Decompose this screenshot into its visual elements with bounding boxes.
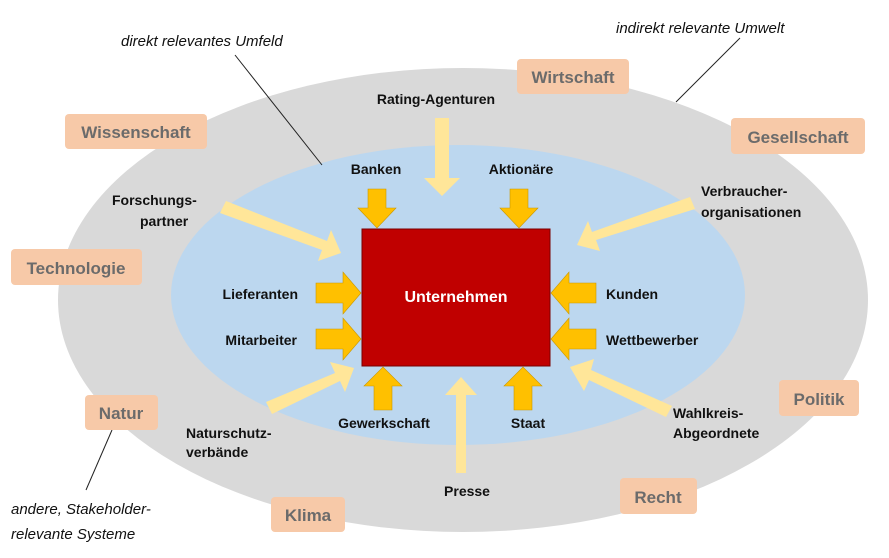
arrow-naturschutz — [266, 362, 354, 414]
arrow-aktionaere — [499, 188, 539, 229]
direct-environment-leader — [234, 54, 323, 166]
label-presse: Presse — [444, 483, 490, 499]
system-klima: Klima — [271, 497, 345, 532]
arrow-mitarbeiter — [315, 317, 362, 361]
label-mitarbeiter: Mitarbeiter — [225, 332, 297, 348]
label-wettbewerber: Wettbewerber — [606, 332, 699, 348]
arrow-wahlkreis — [570, 359, 672, 417]
svg-text:Klima: Klima — [285, 506, 332, 525]
label-wahlkreis-2: Abgeordnete — [673, 425, 760, 441]
arrow-kunden — [550, 271, 597, 315]
indirect-environment-leader — [675, 37, 741, 103]
system-technologie: Technologie — [11, 249, 142, 285]
arrow-presse — [445, 377, 477, 473]
label-verbraucher-2: organisationen — [701, 204, 801, 220]
system-wirtschaft: Wirtschaft — [517, 59, 629, 94]
system-politik: Politik — [779, 380, 859, 416]
svg-text:Wissenschaft: Wissenschaft — [81, 123, 191, 142]
svg-text:Gesellschaft: Gesellschaft — [747, 128, 848, 147]
label-lieferanten: Lieferanten — [223, 286, 298, 302]
arrow-forschung — [220, 201, 341, 261]
other-systems-leader — [85, 429, 113, 491]
label-aktionaere: Aktionäre — [489, 161, 554, 177]
label-wahlkreis-1: Wahlkreis- — [673, 405, 744, 421]
label-naturschutz-2: verbände — [186, 444, 248, 460]
annotation-other-2: relevante Systeme — [11, 526, 135, 543]
system-recht: Recht — [620, 478, 697, 514]
arrow-rating — [424, 118, 460, 196]
label-rating: Rating-Agenturen — [377, 91, 495, 107]
system-natur: Natur — [85, 395, 158, 430]
system-gesellschaft: Gesellschaft — [731, 118, 865, 154]
label-banken: Banken — [351, 161, 402, 177]
svg-text:Technologie: Technologie — [27, 259, 126, 278]
svg-text:Politik: Politik — [793, 390, 845, 409]
system-wissenschaft: Wissenschaft — [65, 114, 207, 149]
svg-text:Recht: Recht — [634, 488, 682, 507]
svg-text:Natur: Natur — [99, 404, 144, 423]
label-gewerkschaft: Gewerkschaft — [338, 415, 430, 431]
arrow-banken — [357, 188, 397, 229]
label-forschung-1: Forschungs- — [112, 192, 197, 208]
arrow-verbraucher — [577, 197, 695, 251]
annotation-other-1: andere, Stakeholder- — [11, 501, 151, 518]
arrow-wettbewerber — [550, 317, 597, 361]
annotation-indirect: indirekt relevante Umwelt — [616, 20, 785, 37]
label-staat: Staat — [511, 415, 546, 431]
label-verbraucher-1: Verbraucher- — [701, 183, 788, 199]
arrow-gewerkschaft — [363, 366, 403, 411]
center-box — [361, 228, 551, 367]
center-label: Unternehmen — [404, 289, 507, 306]
annotation-direct: direkt relevantes Umfeld — [121, 33, 283, 50]
arrow-staat — [503, 366, 543, 411]
svg-text:Wirtschaft: Wirtschaft — [532, 68, 615, 87]
label-naturschutz-1: Naturschutz- — [186, 425, 272, 441]
label-forschung-2: partner — [140, 213, 189, 229]
arrow-lieferanten — [315, 271, 362, 315]
label-kunden: Kunden — [606, 286, 658, 302]
